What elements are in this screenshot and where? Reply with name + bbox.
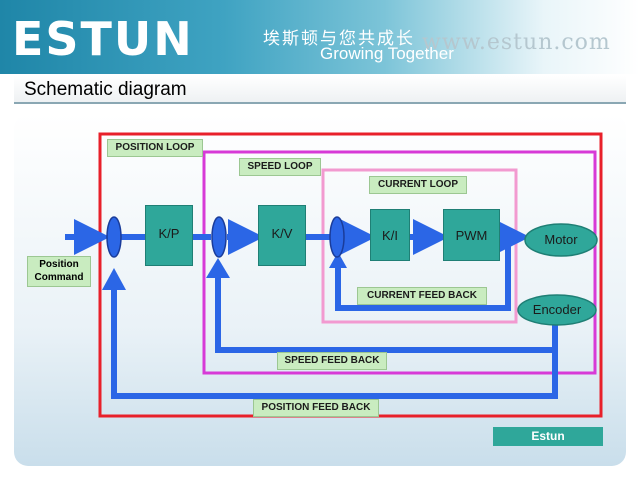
current-loop-label: CURRENT LOOP bbox=[369, 176, 467, 194]
position-feedback-path bbox=[111, 286, 558, 399]
speed-feedback-path bbox=[215, 274, 558, 353]
current-feedback-path bbox=[335, 245, 511, 311]
estun-button[interactable]: Estun bbox=[493, 427, 603, 446]
current-summing-junction bbox=[329, 216, 345, 258]
position-feedback-arrowhead bbox=[102, 268, 126, 290]
speed-loop-label: SPEED LOOP bbox=[239, 158, 321, 176]
speed-loop-boundary bbox=[202, 150, 597, 375]
ki-block: K/I bbox=[370, 209, 410, 261]
speed-feedback-arrowhead bbox=[206, 258, 230, 278]
encoder-shape bbox=[517, 294, 597, 326]
page-title: Schematic diagram bbox=[24, 79, 187, 100]
speed-summing-junction bbox=[211, 216, 227, 258]
motor-label: Motor bbox=[544, 232, 578, 247]
kv-label: K/V bbox=[271, 226, 293, 241]
title-bar: Schematic diagram bbox=[14, 76, 626, 104]
position-loop-label: POSITION LOOP bbox=[107, 139, 203, 157]
ki-label: K/I bbox=[382, 228, 398, 243]
current-feedback-arrowhead bbox=[329, 252, 347, 268]
website-url: www.estun.com bbox=[422, 30, 611, 55]
speed-feedback-label: SPEED FEED BACK bbox=[277, 352, 387, 370]
motor-shape bbox=[524, 223, 598, 257]
estun-logo: ESTUN bbox=[12, 12, 194, 66]
current-feedback-label: CURRENT FEED BACK bbox=[357, 287, 487, 305]
pwm-block: PWM bbox=[443, 209, 500, 261]
kp-block: K/P bbox=[145, 205, 193, 266]
kp-label: K/P bbox=[158, 226, 180, 241]
position-feedback-label: POSITION FEED BACK bbox=[253, 399, 379, 417]
position-summing-junction bbox=[106, 216, 122, 258]
header-banner: ESTUN 埃斯顿与您共成长 Growing Together www.estu… bbox=[0, 0, 640, 74]
pwm-label: PWM bbox=[455, 228, 488, 243]
kv-block: K/V bbox=[258, 205, 306, 266]
slogan-chinese: 埃斯顿与您共成长 bbox=[263, 29, 415, 49]
encoder-label: Encoder bbox=[532, 302, 582, 317]
position-command-label: Position Command bbox=[27, 256, 91, 287]
slogan-english: Growing Together bbox=[320, 44, 454, 63]
